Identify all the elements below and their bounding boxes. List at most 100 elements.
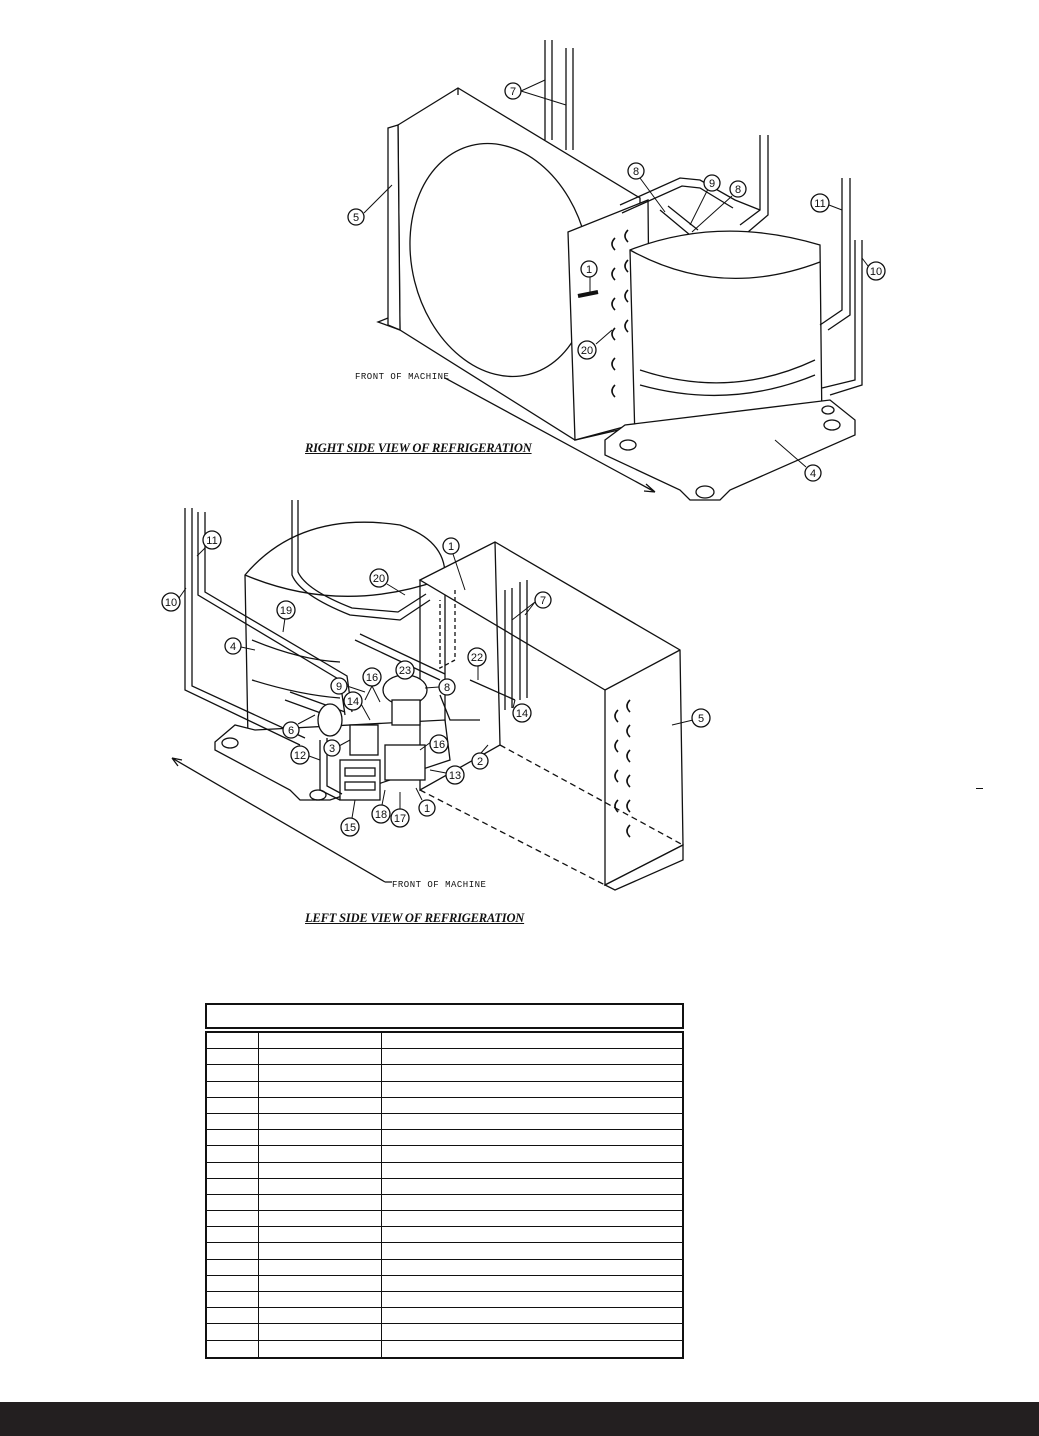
table-row	[207, 1113, 682, 1131]
callout-left-5: 5	[671, 708, 711, 728]
callout-left-16a: 16	[362, 667, 382, 703]
table-cell	[382, 1292, 682, 1307]
svg-text:23: 23	[399, 665, 411, 677]
table-cell	[207, 1097, 259, 1113]
table-cell	[207, 1292, 259, 1308]
table-cell	[207, 1113, 259, 1130]
callout-left-13: 13	[429, 765, 465, 785]
table-cell	[259, 1033, 382, 1049]
table-cell	[259, 1292, 382, 1308]
callout-left-17: 17	[390, 792, 410, 828]
svg-text:13: 13	[449, 770, 461, 782]
table-cell	[259, 1097, 382, 1113]
table-cell	[259, 1275, 382, 1291]
callout-left-1b: 1	[415, 787, 436, 817]
table-cell	[207, 1033, 259, 1049]
table-cell	[207, 1049, 259, 1065]
callout-left-16b: 16	[419, 734, 449, 754]
table-cell	[259, 1113, 382, 1130]
table-cell	[382, 1260, 682, 1275]
callout-left-11: 11	[196, 530, 222, 557]
svg-text:12: 12	[294, 750, 306, 762]
callout-left-3: 3	[323, 739, 351, 757]
svg-text:9: 9	[336, 681, 342, 693]
table-row	[207, 1081, 682, 1098]
left-side-view-drawing	[171, 500, 684, 891]
table-cell	[259, 1243, 382, 1259]
callout-left-15: 15	[340, 799, 360, 837]
table-cell	[207, 1275, 259, 1291]
suction-tubing	[291, 500, 431, 621]
table-row	[207, 1308, 682, 1325]
table-cell	[259, 1308, 382, 1324]
callout-right-7: 7	[504, 79, 567, 106]
svg-text:20: 20	[581, 345, 593, 357]
svg-text:8: 8	[633, 166, 639, 178]
front-of-machine-label-right: FRONT OF MACHINE	[355, 372, 450, 382]
callout-left-14a: 14	[343, 691, 371, 721]
table-cell	[382, 1163, 682, 1178]
table-cell	[259, 1081, 382, 1097]
callout-left-23: 23	[395, 660, 415, 680]
svg-text:19: 19	[280, 605, 292, 617]
svg-text:7: 7	[510, 86, 516, 98]
callout-right-1: 1	[580, 260, 598, 292]
table-cell	[259, 1146, 382, 1162]
callout-left-4: 4	[224, 637, 256, 655]
line-set-10-11	[819, 178, 863, 396]
table-cell	[382, 1146, 682, 1161]
svg-text:11: 11	[206, 535, 217, 547]
table-cell	[207, 1227, 259, 1243]
table-cell	[207, 1243, 259, 1259]
table-row	[207, 1324, 682, 1341]
callout-left-8: 8	[424, 678, 456, 696]
table-row	[207, 1275, 682, 1292]
callout-right-8a: 8	[627, 162, 666, 213]
svg-text:20: 20	[373, 573, 385, 585]
table-cell	[382, 1033, 682, 1048]
callout-left-14b: 14	[512, 699, 532, 723]
callout-left-7: 7	[511, 591, 552, 621]
svg-text:5: 5	[698, 713, 704, 725]
callout-left-18: 18	[371, 789, 391, 824]
line-set-7	[544, 40, 574, 150]
table-cell	[382, 1243, 682, 1258]
table-row	[207, 1049, 682, 1066]
front-arrow-left	[171, 757, 392, 883]
condenser-coil-box	[418, 541, 684, 887]
table-cell	[382, 1065, 682, 1080]
callout-left-10: 10	[161, 587, 187, 612]
table-cell	[259, 1211, 382, 1227]
table-cell	[259, 1065, 382, 1081]
svg-text:22: 22	[471, 652, 483, 664]
table-row	[207, 1178, 682, 1195]
svg-text:14: 14	[347, 696, 359, 708]
table-row	[207, 1162, 682, 1179]
table-row	[207, 1194, 682, 1212]
callout-right-8b: 8	[691, 180, 747, 233]
table-cell	[382, 1179, 682, 1194]
callout-left-12: 12	[290, 745, 321, 765]
table-row	[207, 1292, 682, 1309]
svg-text:15: 15	[344, 822, 356, 834]
svg-text:1: 1	[586, 264, 592, 276]
front-arrow-right	[444, 377, 656, 493]
table-cell	[207, 1324, 259, 1340]
line-set-10-11-left	[184, 508, 353, 746]
svg-text:8: 8	[735, 184, 741, 196]
svg-text:4: 4	[810, 468, 816, 480]
svg-text:11: 11	[814, 198, 825, 210]
table-row	[207, 1340, 682, 1357]
coil-hairpins-left	[614, 699, 631, 838]
table-row	[207, 1130, 682, 1147]
callout-left-20: 20	[369, 568, 406, 596]
svg-text:1: 1	[424, 803, 430, 815]
table-cell	[259, 1194, 382, 1211]
table-cell	[207, 1211, 259, 1227]
parts-table-header	[205, 1003, 684, 1029]
table-cell	[207, 1162, 259, 1178]
callout-right-4: 4	[774, 439, 822, 482]
table-cell	[207, 1340, 259, 1357]
right-side-view-drawing	[376, 40, 863, 501]
table-cell	[259, 1130, 382, 1146]
